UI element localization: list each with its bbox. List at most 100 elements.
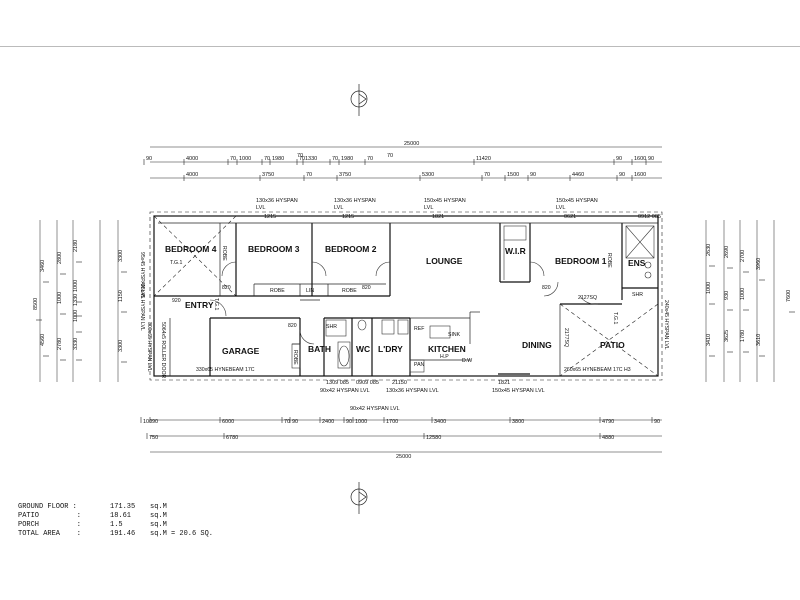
svg-text:820: 820 [222, 285, 231, 291]
top-dim-label: 1600 [634, 172, 646, 178]
svg-text:PAN: PAN [414, 362, 425, 368]
bottom-dim-label: 100 [143, 419, 152, 425]
svg-text:95x45 HYSPAN LVL: 95x45 HYSPAN LVL [139, 252, 145, 299]
svg-text:240x45 HYSPAN LVL: 240x45 HYSPAN LVL [663, 300, 669, 350]
right-dim-label: 2690 [724, 246, 730, 258]
room-entry: ENTRY [185, 300, 214, 310]
area-value: 1.5 [110, 521, 123, 529]
beam-label: 130x36 HYSPAN [334, 198, 376, 204]
right-dim-label: 2700 [740, 250, 746, 262]
room-ens: ENS [628, 258, 646, 268]
beam-label: LVL [556, 205, 565, 211]
svg-text:SINK: SINK [448, 332, 461, 338]
top-dim-label: 11420 [476, 156, 491, 162]
bottom-dim-label: 3400 [434, 419, 446, 425]
bottom-dim-label: 90 [152, 419, 158, 425]
svg-text:ROBE: ROBE [292, 350, 298, 365]
top-dim-label: 70 [332, 156, 338, 162]
svg-text:330x65 HYNEBEAM 17C: 330x65 HYNEBEAM 17C [196, 367, 255, 373]
bottom-dim-label: 1000 [355, 419, 367, 425]
top-dim-label: 4460 [572, 172, 584, 178]
top-dim-label: 90 [146, 156, 152, 162]
top-dim-label: 70 [299, 156, 305, 162]
beam-width: 1215 [264, 214, 276, 220]
svg-text:920: 920 [172, 298, 181, 304]
svg-text:ROBE: ROBE [221, 246, 227, 261]
bottom-dim-label: 12580 [426, 435, 441, 441]
top-dim-label: 1980 [341, 156, 353, 162]
bottom-dim-label: 6780 [226, 435, 238, 441]
room-dining: DINING [522, 340, 552, 350]
room-kitchen: KITCHEN [428, 344, 466, 354]
top-dim-label: 3750 [339, 172, 351, 178]
beam-label: 130x36 HYSPAN [256, 198, 298, 204]
svg-text:ROBE: ROBE [606, 253, 612, 268]
left-overall-dim: 8500 [33, 298, 39, 310]
svg-text:5064x5 ROLLER DOOR: 5064x5 ROLLER DOOR [160, 322, 166, 378]
area-label: PORCH : [18, 521, 82, 529]
area-value: 171.35 [110, 503, 136, 511]
area-label: PATIO : [18, 512, 82, 520]
bottom-dim-label: 90 [346, 419, 352, 425]
svg-text:T.G.1: T.G.1 [612, 312, 618, 325]
top-dim-label: 1600 [634, 156, 646, 162]
svg-text:2177SQ: 2177SQ [563, 328, 569, 347]
right-dim-label: 2630 [706, 244, 712, 256]
svg-text:70: 70 [387, 153, 393, 159]
top-dim-label: 70 [306, 172, 312, 178]
room-labels: BEDROOM 4 BEDROOM 3 BEDROOM 2 LOUNGE W.I… [165, 244, 646, 356]
left-dimensions: 3460456028001000278021801000133010003330… [33, 220, 127, 382]
top-dim-label: 70 [230, 156, 236, 162]
top-dim-label: 4000 [186, 172, 198, 178]
area-label: TOTAL AREA : [18, 530, 82, 538]
svg-text:H.P: H.P [440, 354, 449, 360]
svg-text:820: 820 [362, 285, 371, 291]
room-bedroom4: BEDROOM 4 [165, 244, 217, 254]
area-row: GROUND FLOOR : 171.35 sq.M [18, 503, 213, 512]
top-dim-label: 70 [264, 156, 270, 162]
top-dim-label: 70 [367, 156, 373, 162]
beam-label: 1309 085 [326, 380, 349, 386]
room-lounge: LOUNGE [426, 256, 463, 266]
overall-bottom-dim: 25000 [396, 454, 411, 460]
top-dim-label: 90 [616, 156, 622, 162]
area-label: GROUND FLOOR : [18, 503, 77, 511]
svg-text:ROBE: ROBE [270, 288, 285, 294]
svg-text:ROBE: ROBE [342, 288, 357, 294]
top-dim-label: 1500 [507, 172, 519, 178]
area-unit: sq.M [150, 503, 167, 511]
top-dim-label: 90 [530, 172, 536, 178]
beam-label: 1821 [498, 380, 510, 386]
svg-text:SHR: SHR [326, 324, 337, 330]
left-dim-label: 2780 [57, 338, 63, 350]
room-bath: BATH [308, 344, 331, 354]
bottom-dim-label: 3800 [512, 419, 524, 425]
top-rule [0, 46, 800, 47]
right-dim-label: 1000 [740, 288, 746, 300]
beam-label: 90x42 HYSPAN LVL [350, 406, 400, 412]
overall-top-dim: 25000 [404, 141, 419, 147]
beam-label: LVL [334, 205, 343, 211]
right-overall-dim: 7600 [786, 290, 792, 302]
room-bedroom2: BEDROOM 2 [325, 244, 377, 254]
right-dimensions: 3960361027001000178026301000341026909303… [705, 220, 795, 382]
beam-label: 130x36 HYSPAN LVL [386, 388, 439, 394]
right-dim-label: 1000 [706, 282, 712, 294]
svg-text:SHR: SHR [632, 292, 643, 298]
north-arrow-bottom-icon [350, 482, 368, 514]
room-ldry: L'DRY [378, 344, 403, 354]
left-dim-label: 4560 [40, 334, 46, 346]
top-dim-label: 1000 [239, 156, 251, 162]
left-dim-label: 2180 [73, 240, 79, 252]
top-dim-label: 3750 [262, 172, 274, 178]
beam-label: LVL [424, 205, 433, 211]
left-dim-label: 3300 [118, 340, 124, 352]
left-dim-label: 3300 [118, 250, 124, 262]
left-dim-label: 1000 [57, 292, 63, 304]
